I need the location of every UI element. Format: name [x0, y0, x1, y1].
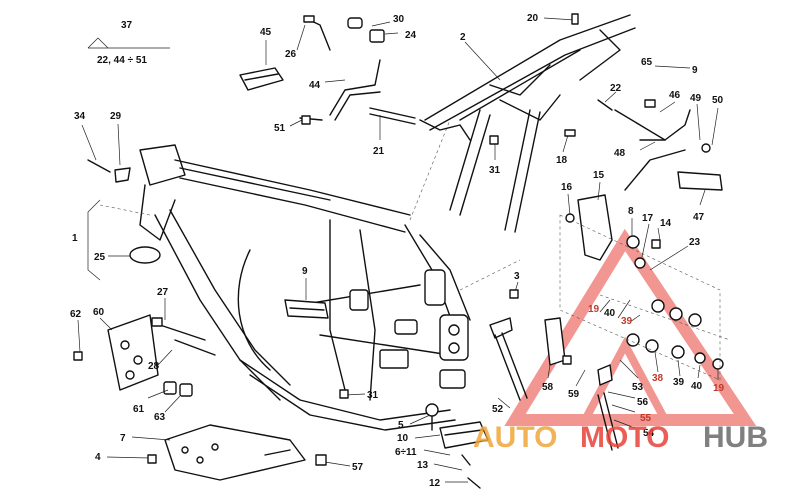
callout-46: 46	[669, 90, 681, 101]
watermark-text: AUTO MOTO HUB	[473, 421, 768, 454]
callout-12: 12	[429, 478, 441, 489]
callout-48: 48	[614, 148, 626, 159]
callout-3: 3	[514, 271, 520, 282]
callout-29: 29	[110, 111, 122, 122]
callout-63: 63	[154, 412, 166, 423]
callout-13: 13	[417, 460, 429, 471]
callout-17: 17	[642, 213, 654, 224]
callout-24: 24	[405, 30, 417, 41]
callout-8: 8	[628, 206, 634, 217]
callout-38: 38	[652, 373, 664, 384]
callout-59: 59	[568, 389, 580, 400]
callout-40-lower: 40	[691, 381, 703, 392]
callout-30: 30	[393, 14, 405, 25]
callout-19-upper: 19	[588, 304, 600, 315]
callout-27: 27	[157, 287, 169, 298]
main-frame	[99, 119, 521, 431]
callout-28: 28	[148, 361, 160, 372]
callout-53: 53	[632, 382, 644, 393]
side-stand	[489, 317, 619, 451]
callout-23: 23	[689, 237, 701, 248]
callout-60: 60	[93, 307, 105, 318]
callout-56: 56	[637, 397, 649, 408]
callout-58: 58	[542, 382, 554, 393]
callout-20: 20	[527, 13, 539, 24]
callout-45: 45	[260, 27, 272, 38]
callout-54: 54	[643, 428, 655, 439]
callout-57: 57	[352, 462, 364, 473]
callout-47: 47	[693, 212, 705, 223]
callout-52: 52	[492, 404, 504, 415]
callout-31-lower: 31	[367, 390, 379, 401]
callout-25: 25	[94, 252, 106, 263]
callout-2: 2	[460, 32, 466, 43]
ignition-parts	[87, 159, 161, 264]
callout-5: 5	[398, 420, 404, 431]
callout-labels: 37 22, 44 ÷ 51 45 26 30 24 44 51 21 20 2…	[70, 13, 725, 489]
callout-6-11: 6÷11	[395, 447, 417, 458]
callout-50: 50	[712, 95, 724, 106]
bracket-and-bushings	[559, 194, 731, 381]
callout-39-lower: 39	[673, 377, 685, 388]
callout-55: 55	[640, 413, 652, 424]
footpeg-center	[284, 299, 329, 319]
footpeg-top-right	[597, 99, 723, 191]
callout-22: 22	[610, 83, 622, 94]
callout-16: 16	[561, 182, 573, 193]
callout-15: 15	[593, 170, 605, 181]
callout-4: 4	[95, 452, 101, 463]
callout-26: 26	[285, 49, 297, 60]
callout-40-upper: 40	[604, 308, 616, 319]
left-plate	[107, 314, 216, 397]
callout-65: 65	[641, 57, 653, 68]
skid-plate	[164, 424, 306, 481]
callout-9-mid: 9	[302, 266, 308, 277]
callout-10: 10	[397, 433, 409, 444]
watermark-auto: AUTO	[473, 421, 557, 454]
callout-62: 62	[70, 309, 82, 320]
callout-37: 37	[121, 20, 133, 31]
fasteners	[73, 13, 661, 466]
callout-49: 49	[690, 93, 702, 104]
callout-18: 18	[556, 155, 568, 166]
callout-61: 61	[133, 404, 145, 415]
callout-14: 14	[660, 218, 672, 229]
leader-lines	[77, 17, 719, 483]
callout-51: 51	[274, 123, 286, 134]
watermark-hub: HUB	[703, 421, 768, 454]
callout-9-top: 9	[692, 65, 698, 76]
callout-7: 7	[120, 433, 126, 444]
footpeg-lower	[425, 403, 489, 489]
callout-39-upper: 39	[621, 316, 633, 327]
callout-19-lower: 19	[713, 383, 725, 394]
callout-37-range: 22, 44 ÷ 51	[97, 55, 147, 66]
callout-21: 21	[373, 146, 385, 157]
watermark-moto: MOTO	[580, 421, 669, 454]
callout-34: 34	[74, 111, 86, 122]
footpeg-top-left	[239, 17, 416, 125]
rear-subframe	[419, 14, 636, 233]
callout-44: 44	[309, 80, 321, 91]
callout-1: 1	[72, 233, 78, 244]
callout-31-top: 31	[489, 165, 501, 176]
